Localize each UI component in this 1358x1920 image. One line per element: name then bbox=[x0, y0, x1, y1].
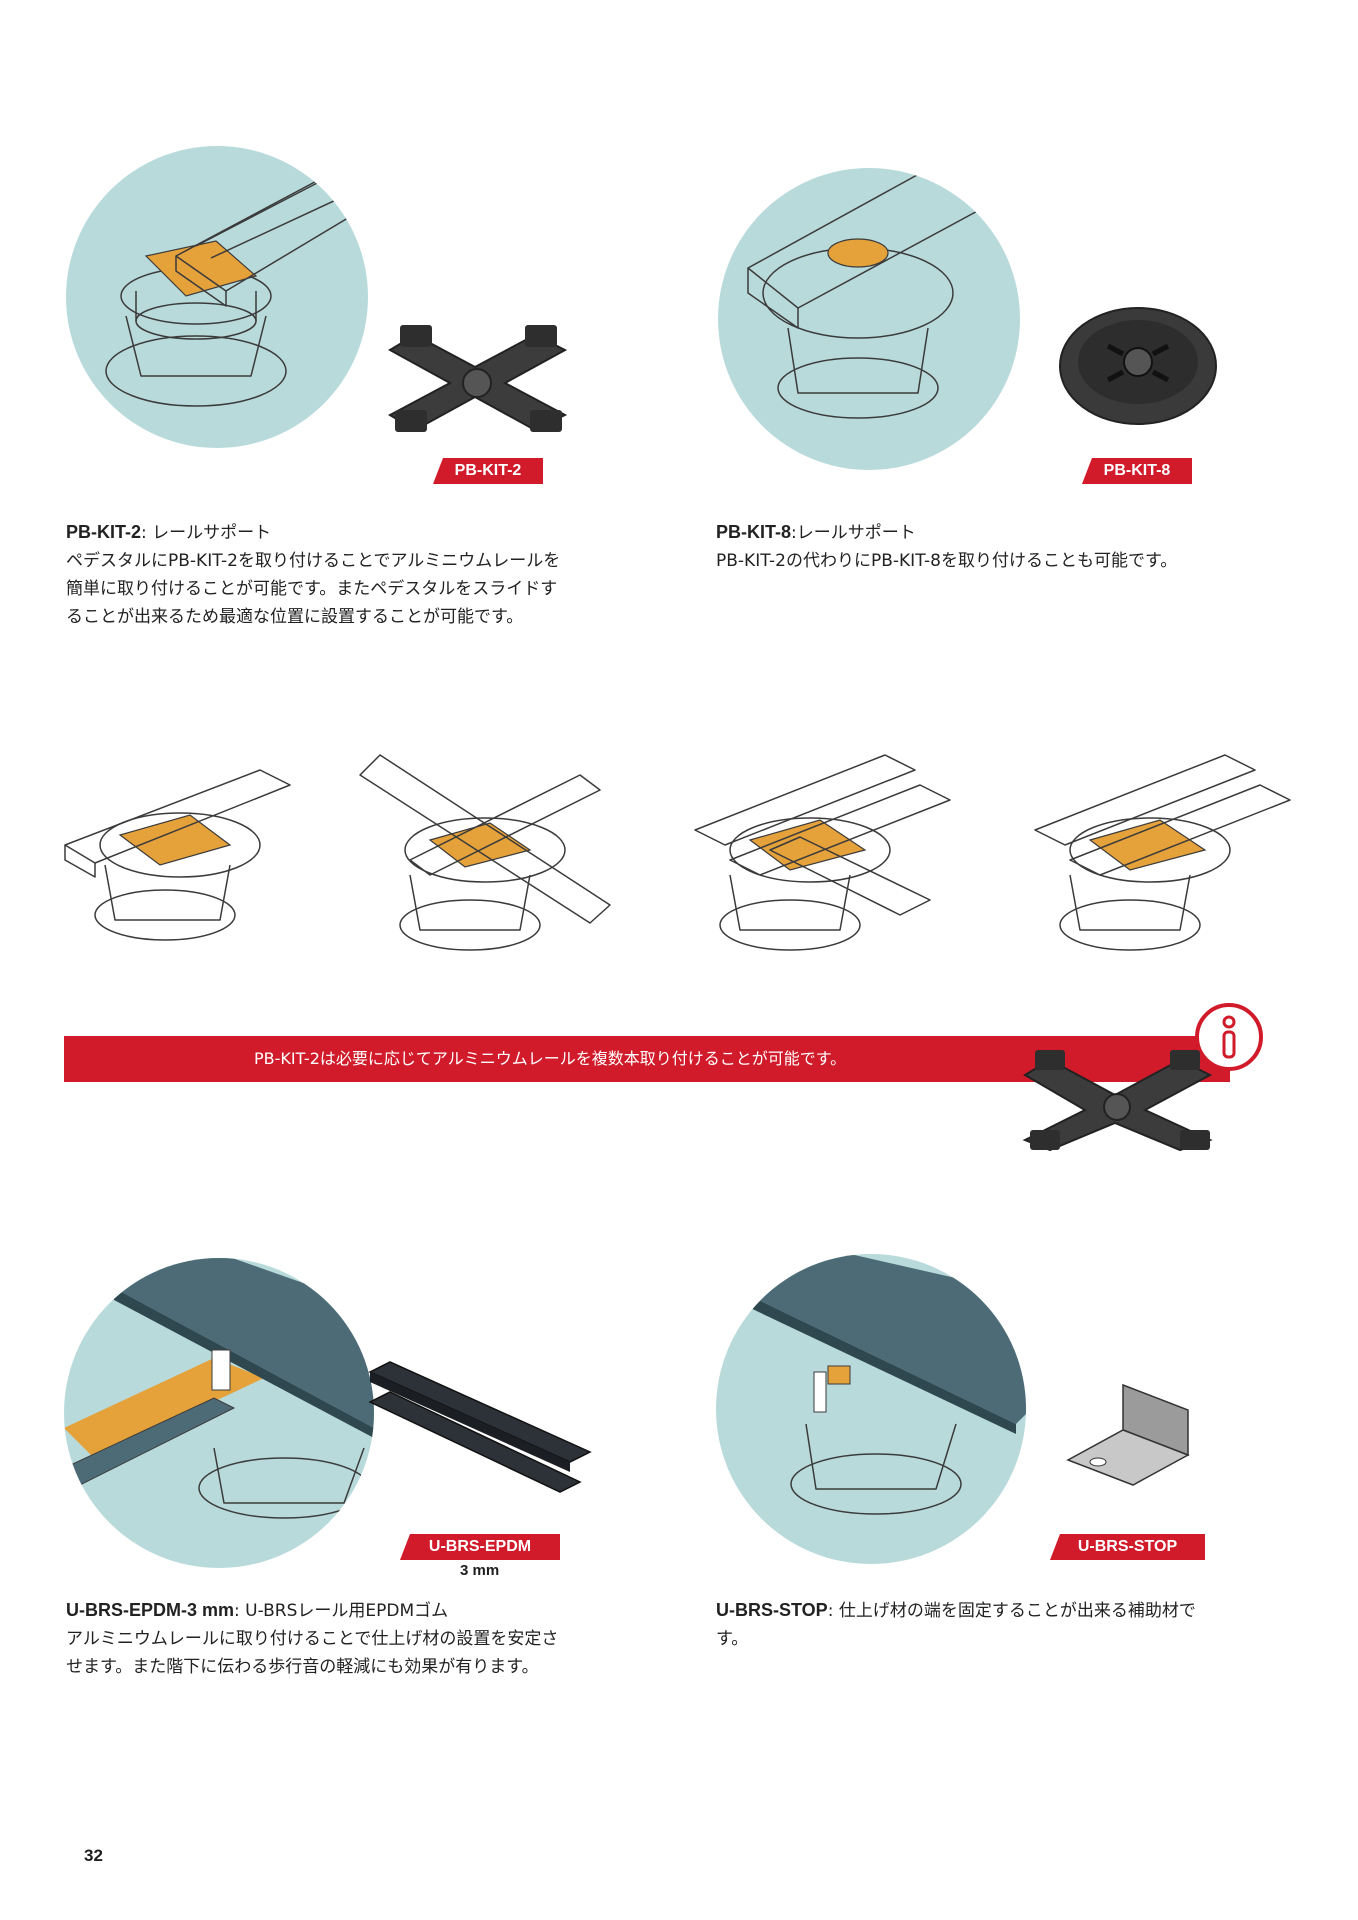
kit2-illustration-circle bbox=[66, 146, 368, 448]
page-number: 32 bbox=[84, 1846, 103, 1865]
stop-title: U-BRS-STOP bbox=[716, 1600, 828, 1620]
stop-product-image bbox=[1066, 1383, 1190, 1486]
config-4 bbox=[1034, 754, 1291, 951]
kit2-product-tag: PB-KIT-2 bbox=[433, 458, 543, 484]
kit2-banner-product-image bbox=[1022, 1050, 1213, 1152]
kit8-product-image bbox=[1059, 307, 1217, 425]
stop-line-1: す。 bbox=[716, 1629, 749, 1649]
kit8-title-line: PB-KIT-8:レールサポート bbox=[716, 518, 1316, 547]
stop-rail-drawing bbox=[746, 1254, 1026, 1515]
kit8-title: PB-KIT-8 bbox=[716, 522, 792, 542]
kit2-title-line: PB-KIT-2: レールサポート bbox=[66, 518, 626, 547]
epdm-line-1: アルミニウムレールに取り付けることで仕上げ材の設置を安定さ bbox=[66, 1629, 559, 1649]
config-1 bbox=[64, 769, 291, 941]
epdm-description: U-BRS-EPDM-3 mm: U-BRSレール用EPDMゴム アルミニウムレ… bbox=[66, 1596, 626, 1681]
epdm-product-tag: U-BRS-EPDM bbox=[400, 1534, 560, 1560]
kit8-line-1: PB-KIT-2の代わりにPB-KIT-8を取り付けることも可能です。 bbox=[716, 551, 1178, 571]
kit8-product-tag: PB-KIT-8 bbox=[1082, 458, 1192, 484]
rail-configurations-illustration bbox=[64, 754, 1291, 951]
config-2 bbox=[359, 754, 611, 951]
info-icon bbox=[1195, 1003, 1263, 1071]
kit2-line-2: 簡単に取り付けることが可能です。またペデスタルをスライドす bbox=[66, 579, 558, 599]
stop-description: U-BRS-STOP: 仕上げ材の端を固定することが出来る補助材で す。 bbox=[716, 1596, 1316, 1653]
epdm-size-label: 3 mm bbox=[460, 1562, 500, 1579]
kit8-pedestal-drawing bbox=[747, 168, 1020, 419]
kit2-title-suffix: : レールサポート bbox=[141, 523, 272, 543]
kit8-title-suffix: :レールサポート bbox=[791, 523, 916, 543]
config-3 bbox=[694, 754, 951, 951]
kit2-line-3: ることが出来るため最適な位置に設置することが可能です。 bbox=[66, 607, 524, 627]
epdm-title-line: U-BRS-EPDM-3 mm: U-BRSレール用EPDMゴム bbox=[66, 1596, 626, 1625]
kit8-illustration-circle bbox=[718, 168, 1020, 470]
kit2-description: PB-KIT-2: レールサポート ペデスタルにPB-KIT-2を取り付けること… bbox=[66, 518, 626, 631]
epdm-rail-drawing bbox=[64, 1258, 374, 1519]
kit2-pedestal-drawing bbox=[105, 167, 368, 407]
kit2-line-1: ペデスタルにPB-KIT-2を取り付けることでアルミニウムレールを bbox=[66, 551, 561, 571]
kit2-title: PB-KIT-2 bbox=[66, 522, 142, 542]
epdm-product-image bbox=[368, 1361, 592, 1493]
epdm-line-2: せます。また階下に伝わる歩行音の軽減にも効果が有ります。 bbox=[66, 1657, 539, 1677]
epdm-illustration-circle bbox=[64, 1258, 374, 1568]
info-banner-text: PB-KIT-2は必要に応じてアルミニウムレールを複数本取り付けることが可能です… bbox=[254, 1049, 847, 1068]
kit2-product-image bbox=[387, 325, 568, 432]
stop-title-suffix: : 仕上げ材の端を固定することが出来る補助材で bbox=[827, 1601, 1196, 1621]
kit8-description: PB-KIT-8:レールサポート PB-KIT-2の代わりにPB-KIT-8を取… bbox=[716, 518, 1316, 575]
epdm-title: U-BRS-EPDM-3 mm bbox=[66, 1600, 235, 1620]
stop-illustration-circle bbox=[716, 1254, 1026, 1564]
stop-title-line: U-BRS-STOP: 仕上げ材の端を固定することが出来る補助材で bbox=[716, 1596, 1316, 1625]
epdm-title-suffix: : U-BRSレール用EPDMゴム bbox=[234, 1601, 449, 1621]
stop-product-tag: U-BRS-STOP bbox=[1050, 1534, 1205, 1560]
